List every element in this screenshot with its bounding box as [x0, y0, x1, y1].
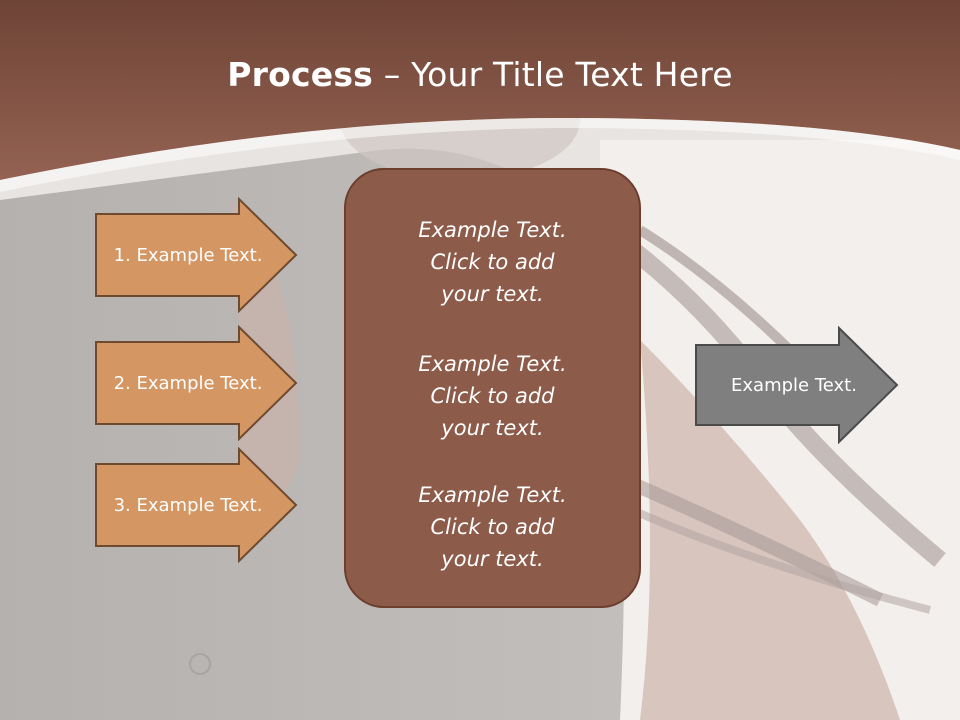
step-arrow-1[interactable]: 1. Example Text.	[94, 197, 299, 313]
center-line: Example Text.	[418, 483, 567, 507]
step-arrow-label: 2. Example Text.	[113, 372, 263, 394]
center-line: your text.	[441, 416, 544, 440]
arrow-shape-icon	[695, 326, 899, 444]
center-line: Example Text.	[418, 218, 567, 242]
title-bold: Process	[227, 55, 374, 94]
step-arrow-label: 3. Example Text.	[113, 494, 263, 516]
step-arrow-label: 1. Example Text.	[113, 244, 263, 266]
center-line: Click to add	[430, 384, 555, 408]
arrow-shape-icon	[95, 325, 298, 441]
result-arrow-label: Example Text.	[731, 374, 857, 396]
center-block-3: Example Text. Click to add your text.	[346, 479, 639, 575]
center-block-2: Example Text. Click to add your text.	[346, 348, 639, 444]
step-arrow-3[interactable]: 3. Example Text.	[94, 447, 299, 563]
slide-title: Process – Your Title Text Here	[0, 52, 960, 98]
step-arrow-2[interactable]: 2. Example Text.	[94, 325, 299, 441]
arrow-shape-icon	[95, 197, 298, 313]
center-text-box[interactable]: Example Text. Click to add your text. Ex…	[344, 168, 641, 608]
title-rest: – Your Title Text Here	[373, 55, 733, 94]
center-line: Example Text.	[418, 352, 567, 376]
arrow-shape-icon	[95, 447, 298, 563]
center-line: your text.	[441, 282, 544, 306]
center-line: Click to add	[430, 250, 555, 274]
center-line: Click to add	[430, 515, 555, 539]
result-arrow[interactable]: Example Text.	[694, 326, 900, 444]
center-line: your text.	[441, 547, 544, 571]
center-block-1: Example Text. Click to add your text.	[346, 214, 639, 310]
